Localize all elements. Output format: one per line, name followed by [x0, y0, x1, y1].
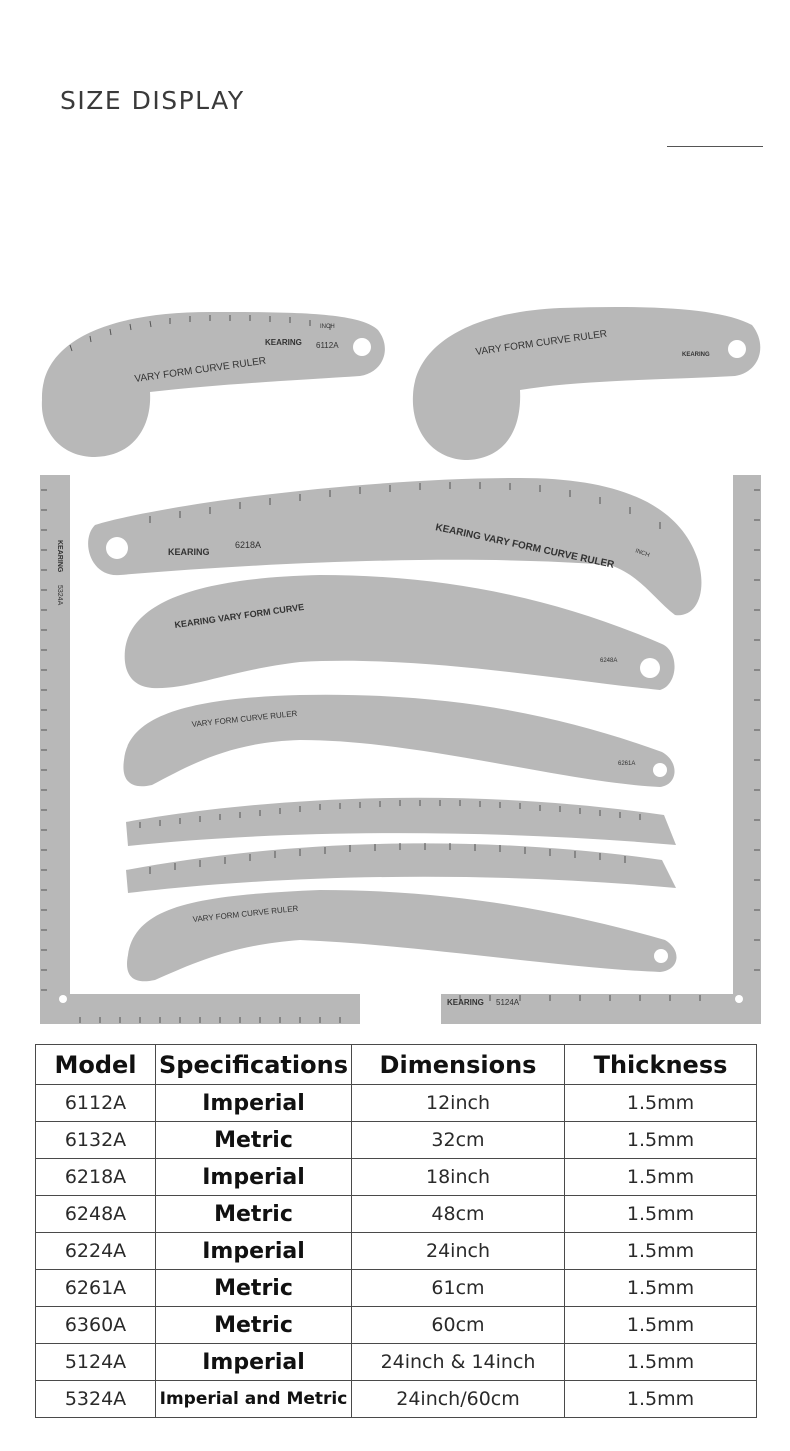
- cell-dimensions: 24inch/60cm: [351, 1380, 565, 1418]
- cell-model: 6360A: [35, 1306, 156, 1344]
- ticks-6360a: [139, 800, 641, 828]
- cell-model: 6261A: [35, 1269, 156, 1307]
- cell-model: 6112A: [35, 1084, 156, 1122]
- spec-table: Model Specifications Dimensions Thicknes…: [35, 1044, 757, 1418]
- ruler-6248a: [124, 575, 675, 690]
- ticks-curve-24: [149, 843, 626, 874]
- cell-thickness: 1.5mm: [564, 1380, 757, 1418]
- label-6218a-brand: KEARING: [168, 547, 210, 557]
- cell-spec: Metric: [155, 1269, 352, 1307]
- cell-spec: Metric: [155, 1121, 352, 1159]
- table-header-row: Model Specifications Dimensions Thicknes…: [35, 1044, 757, 1085]
- ruler-6224a: [127, 890, 677, 982]
- label-6218a-unit: INCH: [634, 548, 650, 559]
- ruler-6360a: [126, 797, 676, 846]
- cell-dimensions: 12inch: [351, 1084, 565, 1122]
- label-5324a-model: 5324A: [56, 585, 63, 606]
- cell-dimensions: 24inch & 14inch: [351, 1343, 565, 1381]
- label-6248a-model: 6248A: [600, 658, 617, 664]
- label-6112a-unit: INCH: [320, 324, 335, 330]
- label-6112a-model: 6112A: [316, 341, 339, 350]
- ruler-6218a: [88, 478, 702, 616]
- ruler-curve-24: [126, 843, 676, 893]
- ticks-6218a: [149, 482, 661, 529]
- table-row: 6224A Imperial 24inch 1.5mm: [35, 1232, 757, 1270]
- cell-model: 6248A: [35, 1195, 156, 1233]
- cell-model: 6132A: [35, 1121, 156, 1159]
- table-row: 5324A Imperial and Metric 24inch/60cm 1.…: [35, 1380, 757, 1418]
- cell-thickness: 1.5mm: [564, 1158, 757, 1196]
- ticks-5124a: [459, 489, 760, 1001]
- ruler-6132a: [412, 306, 761, 460]
- label-5124a-brand: KEARING: [447, 998, 484, 1007]
- cell-thickness: 1.5mm: [564, 1195, 757, 1233]
- table-row: 6218A Imperial 18inch 1.5mm: [35, 1158, 757, 1196]
- cell-dimensions: 61cm: [351, 1269, 565, 1307]
- cell-model: 5324A: [35, 1380, 156, 1418]
- label-6132a-brand: KEARING: [682, 352, 710, 358]
- cell-thickness: 1.5mm: [564, 1306, 757, 1344]
- label-6112a-brand: KEARING: [265, 338, 302, 347]
- header-model: Model: [35, 1044, 156, 1085]
- cell-dimensions: 24inch: [351, 1232, 565, 1270]
- cell-spec: Imperial and Metric: [155, 1380, 352, 1418]
- cell-model: 6218A: [35, 1158, 156, 1196]
- cell-spec: Imperial: [155, 1232, 352, 1270]
- cell-thickness: 1.5mm: [564, 1269, 757, 1307]
- table-row: 5124A Imperial 24inch & 14inch 1.5mm: [35, 1343, 757, 1381]
- cell-spec: Imperial: [155, 1343, 352, 1381]
- cell-thickness: 1.5mm: [564, 1343, 757, 1381]
- cell-spec: Imperial: [155, 1084, 352, 1122]
- cell-dimensions: 48cm: [351, 1195, 565, 1233]
- cell-model: 5124A: [35, 1343, 156, 1381]
- cell-thickness: 1.5mm: [564, 1084, 757, 1122]
- header-specifications: Specifications: [155, 1044, 352, 1085]
- cell-dimensions: 32cm: [351, 1121, 565, 1159]
- table-row: 6112A Imperial 12inch 1.5mm: [35, 1084, 757, 1122]
- header-thickness: Thickness: [564, 1044, 757, 1085]
- table-row: 6248A Metric 48cm 1.5mm: [35, 1195, 757, 1233]
- table-row: 6360A Metric 60cm 1.5mm: [35, 1306, 757, 1344]
- cell-spec: Metric: [155, 1306, 352, 1344]
- cell-thickness: 1.5mm: [564, 1232, 757, 1270]
- ruler-6261a: [123, 694, 675, 787]
- cell-model: 6224A: [35, 1232, 156, 1270]
- ticks-6112a: [69, 315, 331, 352]
- page-title: SIZE DISPLAY: [60, 86, 245, 115]
- table-row: 6132A Metric 32cm 1.5mm: [35, 1121, 757, 1159]
- label-5124a-model: 5124A: [496, 998, 520, 1007]
- table-row: 6261A Metric 61cm 1.5mm: [35, 1269, 757, 1307]
- cell-spec: Metric: [155, 1195, 352, 1233]
- rulers-svg: VARY FORM CURVE RULER KEARING 6112A INCH…: [40, 306, 761, 1024]
- cell-spec: Imperial: [155, 1158, 352, 1196]
- cell-thickness: 1.5mm: [564, 1121, 757, 1159]
- label-6261a-model: 6261A: [618, 761, 635, 767]
- label-5324a-brand: KEARING: [56, 540, 63, 573]
- label-6218a-model: 6218A: [235, 540, 261, 550]
- rulers-illustration: VARY FORM CURVE RULER KEARING 6112A INCH…: [0, 290, 790, 1035]
- header-dimensions: Dimensions: [351, 1044, 565, 1085]
- cell-dimensions: 18inch: [351, 1158, 565, 1196]
- ruler-6112a: [41, 312, 385, 457]
- title-divider: [667, 146, 763, 147]
- cell-dimensions: 60cm: [351, 1306, 565, 1344]
- ticks-5324a: [41, 489, 341, 1023]
